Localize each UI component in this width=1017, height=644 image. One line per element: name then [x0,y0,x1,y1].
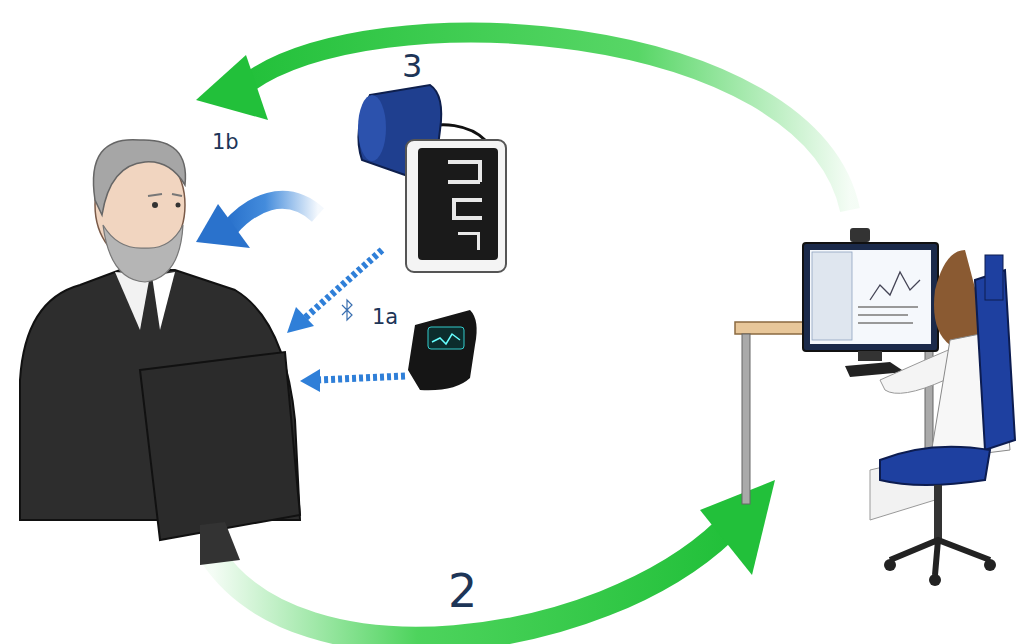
arrow-head [287,307,314,333]
blood-pressure-monitor [358,85,506,272]
nurse-workstation [735,228,1015,586]
readout-arrow [196,200,318,248]
callout-number: 1b [212,132,239,153]
pulse-oximeter [408,310,477,390]
callout-number: 3 [402,50,422,82]
arrow-head [300,369,320,392]
bluetooth-arrows [305,250,405,380]
bluetooth-symbol [342,300,352,320]
feedback-arrow [196,33,850,210]
callout-number: 1a [372,307,398,328]
callout-number: 2 [448,568,477,614]
patient-figure [20,140,300,565]
